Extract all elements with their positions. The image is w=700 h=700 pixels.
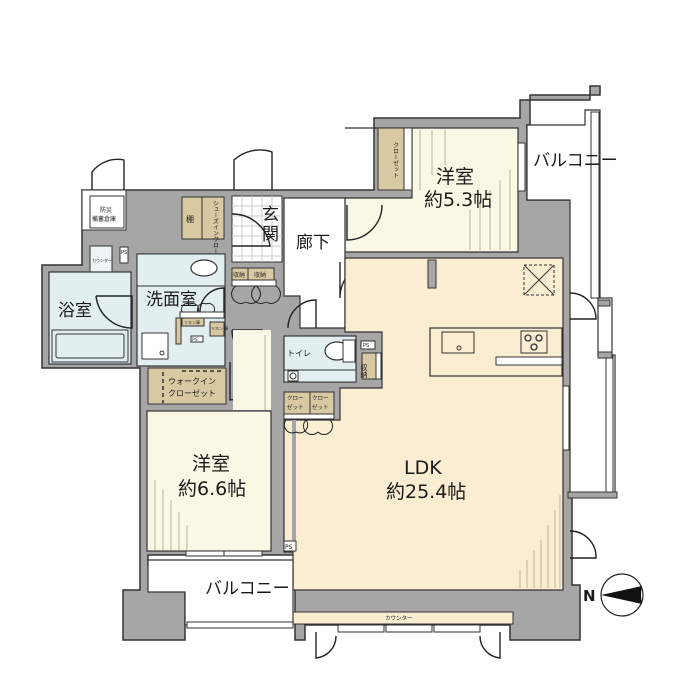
bathroom-label: 浴室 [58,301,92,321]
door-bathroom [95,295,133,329]
balcony-south-label: バルコニー [205,579,290,599]
door-disaster-storage [91,158,125,190]
ps-label-1: PS [121,250,127,256]
western-room-1: クローゼット 洋室 約5.3帖 [344,127,526,253]
hallway: 廊下 [283,197,377,329]
closets-pair: クロー ゼット クロー ゼット [283,391,335,420]
door-washroom [199,287,225,313]
closet-a-label-2: ゼット [287,403,304,411]
closet-b-label-2: ゼット [312,403,329,411]
ps-label-4: PS [285,544,293,551]
storage-doors [231,285,281,304]
shelf-label: 棚 [186,214,194,224]
toilet: トイレ PS 収納 [283,335,394,383]
balcony-east-label: バルコニー [533,151,618,171]
disaster-storage-label-1: 防災 [100,206,112,214]
counter-bottom-label: カウンター [385,614,413,622]
disaster-storage-label-2: 備蓄倉庫 [92,215,116,223]
compass-north-label: N [583,587,596,605]
stove-icon [520,330,548,354]
ldk-name: LDK [404,457,442,479]
washroom: 洗面室 リネン庫 リネン 庫 PS [136,253,228,367]
counter-top-label: カウンター [92,257,112,263]
sink-icon [190,259,218,277]
western-room-2-size: 約6.6帖 [178,478,246,500]
storage-small-2: 収納 [254,271,266,279]
storage-small-1: 収納 [233,271,245,279]
walk-in-closet-label-2: クローゼット [168,388,216,398]
linen-2-label: リネン 庫 [211,325,228,331]
door-bottom-left [315,632,337,659]
closet-a-label-1: クロー [287,395,304,402]
door-shoes-closet [231,213,271,247]
closet-room1 [377,127,405,191]
toilet-label: トイレ [287,349,311,358]
door-bottom-right [479,632,501,659]
washroom-label: 洗面室 [146,290,197,310]
western-room-2: 洋室 約6.6帖 [146,330,272,557]
kitchen-sink-icon [441,331,475,354]
storage-toilet-label: 収納 [360,364,368,379]
western-room-2-name: 洋室 [192,453,230,475]
door-hallway-toilet [287,299,317,329]
washing-machine-pan [141,332,169,360]
compass-icon: N [583,573,644,617]
entrance-label-2: 関 [262,225,279,245]
ldk-size: 約25.4帖 [386,481,466,503]
door-room1 [346,204,383,241]
closet-b-label-1: クロー [312,395,329,402]
ldk: LDK 約25.4帖 カウンター PS [283,257,597,659]
bathtub [55,333,125,359]
bathroom: 浴室 [48,271,133,365]
ps-label-3: PS [363,343,369,349]
balcony-east: バルコニー [526,109,618,499]
closet-room1-label: クローゼット [392,142,399,178]
walk-in-closet-label-1: ウォークイン [168,377,216,386]
shoes-in-closet [201,196,225,240]
hallway-label: 廊下 [296,233,330,253]
disaster-storage: 防災 備蓄倉庫 カウンター PS [81,158,129,273]
shoes-in-closet-label: シューズインクローゼット [212,200,219,272]
entrance: 玄 関 玄関 [231,149,283,263]
balcony-south: バルコニー [147,559,294,629]
ps-label-2: PS [192,337,198,343]
front-door [233,149,273,190]
ceiling-hatch-icon [523,264,555,296]
window-room1 [517,142,526,192]
door-ldk-balcony-2 [569,530,597,559]
linen-1-label: リネン庫 [184,319,200,325]
door-ldk-balcony-1 [569,292,597,320]
western-room-1-name: 洋室 [436,166,474,188]
entrance-label-1: 玄 [262,205,279,225]
western-room-1-size: 約5.3帖 [424,189,492,211]
